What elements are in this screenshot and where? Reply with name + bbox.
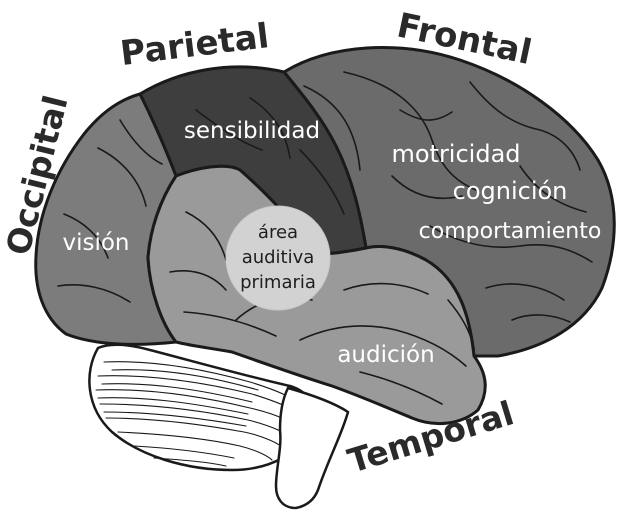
frontal-function-label-1: motricidad bbox=[391, 140, 520, 168]
brain-folds bbox=[57, 71, 593, 405]
occipital-function-label: visión bbox=[62, 230, 129, 256]
parietal-function-label: sensibilidad bbox=[184, 118, 320, 144]
brainstem bbox=[274, 386, 350, 510]
temporal-function-label: audición bbox=[337, 342, 434, 368]
frontal-function-label-2: cognición bbox=[453, 177, 568, 205]
parietal-label: Parietal bbox=[118, 16, 271, 74]
frontal-function-label-3: comportamiento bbox=[419, 219, 602, 244]
auditory-area-label-3: primaria bbox=[240, 272, 316, 293]
auditory-area-label-2: auditiva bbox=[242, 247, 315, 268]
primary-auditory-area bbox=[225, 205, 331, 311]
auditory-area-label-1: área bbox=[258, 222, 298, 243]
